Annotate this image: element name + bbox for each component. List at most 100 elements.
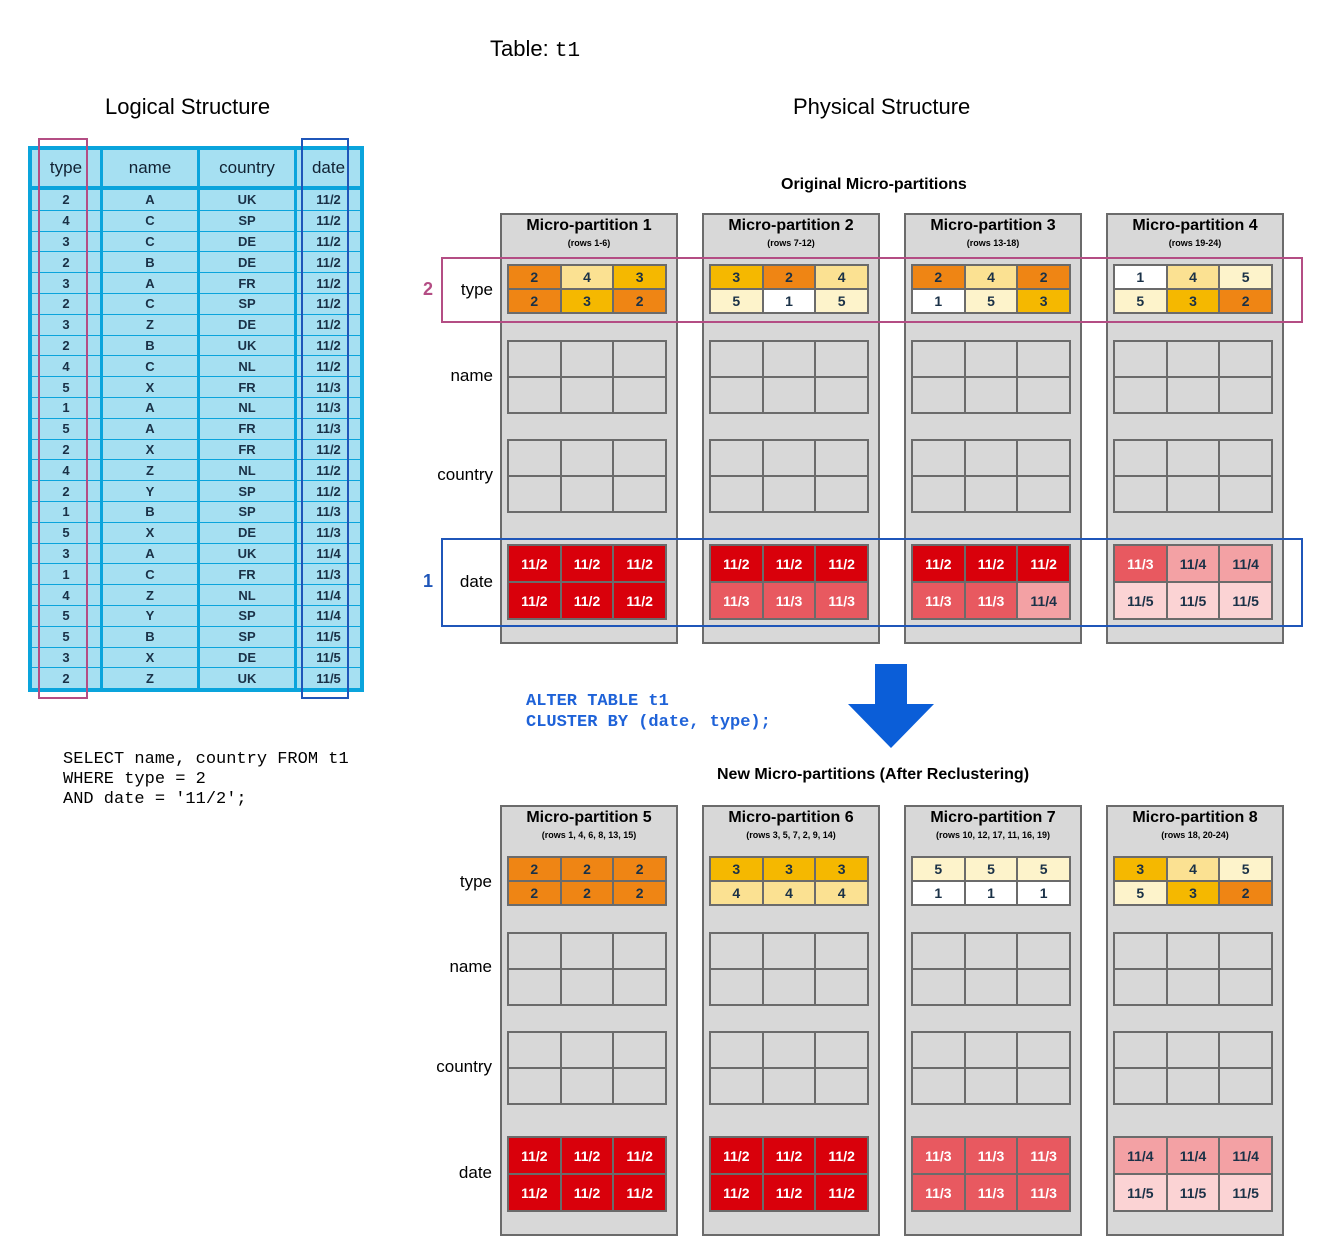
date-value-cell: 11/2 xyxy=(913,546,964,581)
name-empty-cell xyxy=(509,934,560,968)
type-value-cell: 2 xyxy=(1220,882,1271,904)
type-value-cell: 3 xyxy=(711,266,762,288)
type-sort-marker: 2 xyxy=(423,279,434,299)
alter-table-statement: ALTER TABLE t1 CLUSTER BY (date, type); xyxy=(526,692,771,732)
table-cell-date: 11/3 xyxy=(295,501,360,523)
type-value-cell: 5 xyxy=(1115,290,1166,312)
name-empty-cell xyxy=(816,342,867,376)
title-table-name: t1 xyxy=(554,40,581,63)
date-value-cell: 11/2 xyxy=(763,1138,815,1173)
type-value-cell: 4 xyxy=(816,266,867,288)
column-header-type: type xyxy=(32,150,103,190)
table-cell-name: X xyxy=(101,439,200,461)
orig-country-grid xyxy=(507,439,667,513)
table-cell-date: 11/2 xyxy=(295,335,360,357)
country-empty-cell xyxy=(614,477,665,511)
name-empty-cell xyxy=(614,342,665,376)
type-value-cell: 3 xyxy=(1115,858,1166,880)
name-empty-cell xyxy=(561,970,613,1004)
type-value-cell: 4 xyxy=(711,882,762,904)
type-value-cell: 4 xyxy=(1167,266,1219,288)
name-empty-cell xyxy=(509,342,560,376)
table-cell-country: UK xyxy=(198,188,297,211)
new-name-grid xyxy=(709,932,869,1006)
date-value-cell: 11/4 xyxy=(1018,583,1069,618)
country-empty-cell xyxy=(913,441,964,475)
table-cell-country: DE xyxy=(198,647,297,669)
type-value-cell: 2 xyxy=(1018,266,1069,288)
partition-title: Micro-partition 6 xyxy=(728,809,854,826)
country-empty-cell xyxy=(763,1069,815,1103)
name-empty-cell xyxy=(1167,934,1219,968)
page-title: Table: t1 xyxy=(490,36,580,63)
table-cell-type: 2 xyxy=(32,667,103,690)
date-value-cell: 11/3 xyxy=(711,583,762,618)
date-value-cell: 11/5 xyxy=(1167,1175,1219,1210)
new-name-grid xyxy=(1113,932,1273,1006)
date-value-cell: 11/2 xyxy=(509,1138,560,1173)
date-value-cell: 11/5 xyxy=(1220,1175,1271,1210)
name-empty-cell xyxy=(913,934,964,968)
orig-name-grid xyxy=(1113,340,1273,414)
name-empty-cell xyxy=(1018,378,1069,412)
orig-name-grid xyxy=(911,340,1071,414)
name-empty-cell xyxy=(1115,970,1166,1004)
name-empty-cell xyxy=(1167,970,1219,1004)
orig-name-grid xyxy=(507,340,667,414)
name-empty-cell xyxy=(614,970,665,1004)
date-value-cell: 11/2 xyxy=(561,583,613,618)
country-empty-cell xyxy=(1115,1033,1166,1067)
type-value-cell: 4 xyxy=(561,266,613,288)
type-value-cell: 4 xyxy=(1167,858,1219,880)
table-cell-date: 11/2 xyxy=(295,231,360,253)
table-cell-type: 2 xyxy=(32,188,103,211)
table-cell-name: Y xyxy=(101,480,200,502)
country-empty-cell xyxy=(913,1033,964,1067)
table-cell-type: 5 xyxy=(32,605,103,627)
table-cell-type: 5 xyxy=(32,522,103,544)
table-cell-name: Y xyxy=(101,605,200,627)
type-value-cell: 2 xyxy=(561,882,613,904)
name-empty-cell xyxy=(816,934,867,968)
type-value-cell: 3 xyxy=(1018,290,1069,312)
name-empty-cell xyxy=(763,378,815,412)
country-empty-cell xyxy=(711,1033,762,1067)
table-cell-name: C xyxy=(101,355,200,378)
logical-structure-heading: Logical Structure xyxy=(105,94,271,119)
table-cell-country: SP xyxy=(198,480,297,502)
table-cell-type: 5 xyxy=(32,626,103,648)
new-row-label-date: date xyxy=(458,1163,492,1182)
orig-row-label-name: name xyxy=(450,366,493,385)
country-empty-cell xyxy=(816,477,867,511)
new-partitions-heading: New Micro-partitions (After Reclustering… xyxy=(717,766,1030,783)
name-empty-cell xyxy=(913,342,964,376)
country-empty-cell xyxy=(711,1069,762,1103)
type-column-highlight xyxy=(38,138,88,699)
table-cell-country: DE xyxy=(198,251,297,274)
partition-row-range: (rows 1-6) xyxy=(567,238,611,248)
type-value-cell: 3 xyxy=(561,290,613,312)
table-cell-country: DE xyxy=(198,231,297,253)
physical-structure-heading: Physical Structure xyxy=(793,94,971,119)
partition-row-range: (rows 1, 4, 6, 8, 13, 15) xyxy=(541,830,637,840)
date-value-cell: 11/2 xyxy=(509,546,560,581)
table-cell-name: A xyxy=(101,397,200,419)
name-empty-cell xyxy=(965,378,1017,412)
type-value-cell: 2 xyxy=(561,858,613,880)
country-empty-cell xyxy=(711,477,762,511)
date-value-cell: 11/3 xyxy=(913,583,964,618)
name-empty-cell xyxy=(711,342,762,376)
